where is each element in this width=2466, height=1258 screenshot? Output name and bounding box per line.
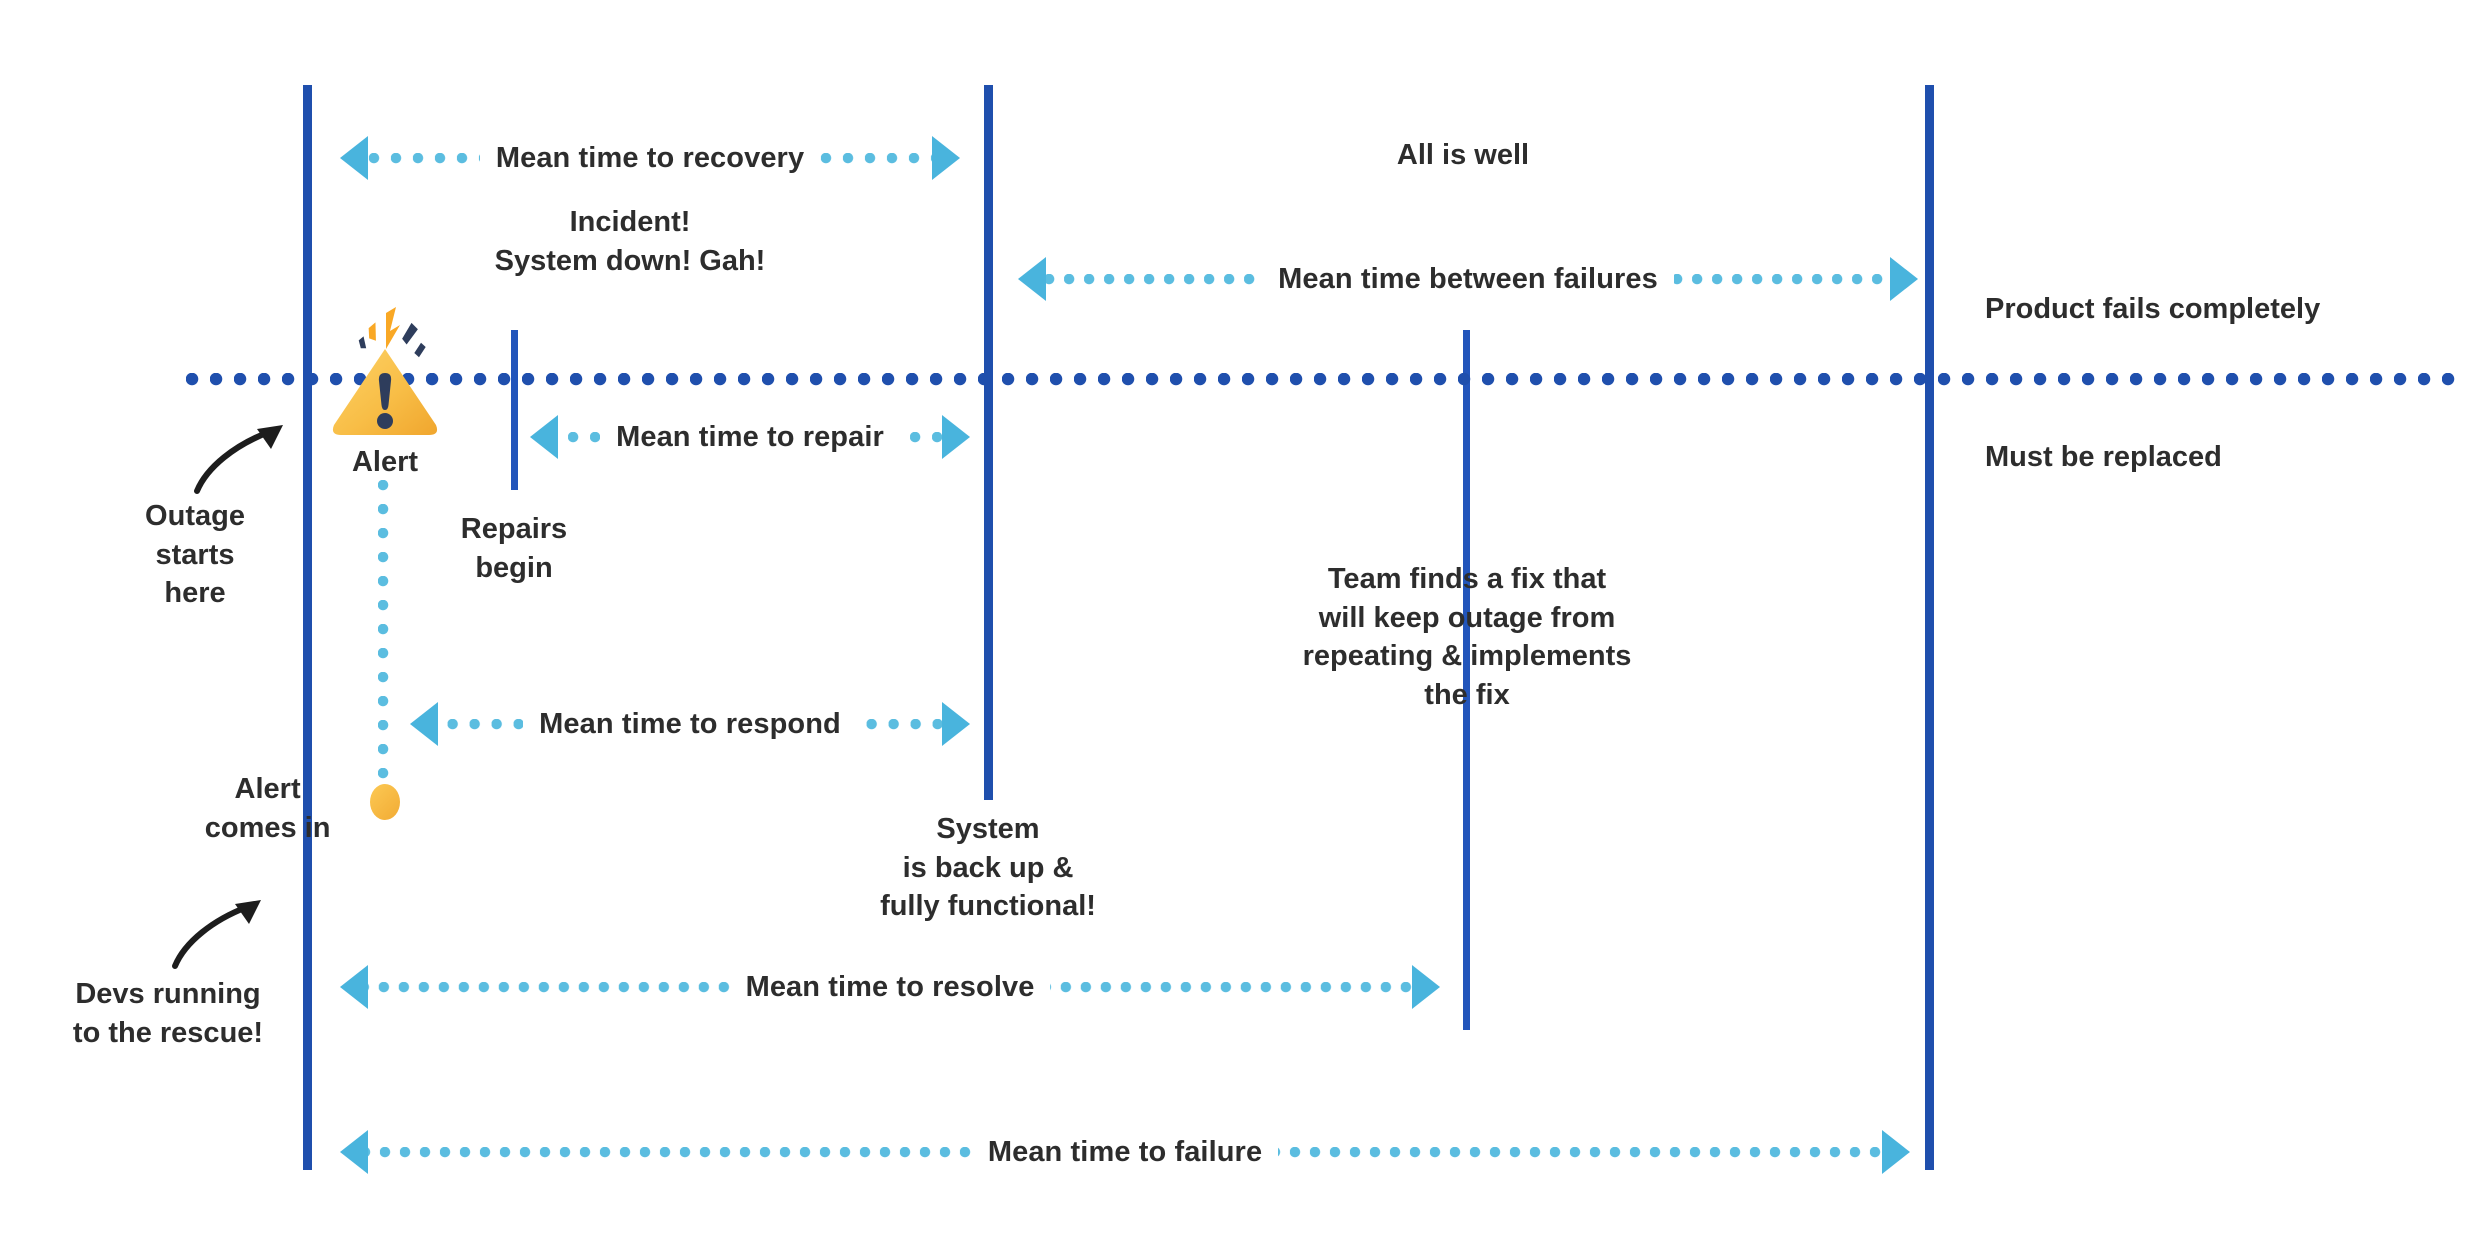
measure-label: Mean time to failure <box>987 1135 1263 1168</box>
annotation-team-finds-fix: Team finds a fix that will keep outage f… <box>1302 563 1632 711</box>
dotted-segment <box>558 431 601 443</box>
dotted-segment <box>1278 1146 1883 1158</box>
measure-mean-time-to-respond: Mean time to respond <box>410 702 971 746</box>
milestone-line-system-back-up <box>984 85 993 800</box>
arrow-right-icon <box>1882 1130 1911 1174</box>
arrow-left-icon <box>410 702 438 746</box>
dotted-segment <box>899 431 942 443</box>
dotted-segment <box>820 152 933 164</box>
annotation-outage-starts-here: Outage starts here <box>145 500 245 610</box>
measure-label: Mean time to recovery <box>495 141 805 174</box>
dotted-segment <box>856 718 943 730</box>
measure-mean-time-to-recovery: Mean time to recovery <box>340 136 961 180</box>
annotation-repairs-begin: Repairs begin <box>460 513 568 584</box>
alert-label: Alert <box>351 446 419 478</box>
annotation-system-back-up: System is back up & fully functional! <box>880 813 1096 923</box>
curved-arrow-devs-running <box>163 890 273 970</box>
dotted-segment <box>368 1146 972 1158</box>
alert-warning-icon <box>330 305 440 435</box>
measure-mean-time-between-failures: Mean time between failures <box>1018 257 1918 301</box>
arrow-left-icon <box>340 965 368 1009</box>
alert-comes-in-dot <box>370 784 400 820</box>
arrow-right-icon <box>1412 965 1440 1009</box>
annotation-all-is-well: All is well <box>1396 139 1530 171</box>
measure-label: Mean time to resolve <box>745 970 1035 1003</box>
dotted-segment <box>1673 273 1890 285</box>
milestone-line-outage-start <box>303 85 312 1170</box>
measure-mean-time-to-failure: Mean time to failure <box>340 1130 1911 1174</box>
annotation-must-be-replaced: Must be replaced <box>1985 441 2222 473</box>
arrow-right-icon <box>942 702 971 746</box>
curved-arrow-outage-starts <box>185 415 295 495</box>
arrow-right-icon <box>932 136 961 180</box>
dotted-segment <box>1046 273 1263 285</box>
milestone-line-product-fails <box>1925 85 1934 1170</box>
alert-connector-dots <box>378 480 389 792</box>
measure-label: Mean time to respond <box>539 707 841 740</box>
annotation-alert-comes-in: Alert comes in <box>204 773 331 844</box>
measure-mean-time-to-repair: Mean time to repair <box>530 415 970 459</box>
dotted-segment <box>1050 981 1412 993</box>
arrow-left-icon <box>340 136 368 180</box>
measure-mean-time-to-resolve: Mean time to resolve <box>340 965 1440 1009</box>
annotation-product-fails-completely: Product fails completely <box>1985 293 2321 325</box>
dotted-segment <box>368 981 730 993</box>
arrow-left-icon <box>1018 257 1046 301</box>
milestone-line-repairs-begin <box>511 330 518 490</box>
annotation-incident: Incident! System down! Gah! <box>494 206 766 277</box>
milestone-line-fix-implemented <box>1463 330 1470 1030</box>
main-timeline <box>186 373 2456 386</box>
measure-label: Mean time to repair <box>616 420 884 453</box>
dotted-segment <box>438 718 524 730</box>
arrow-right-icon <box>1890 257 1918 301</box>
dotted-segment <box>368 152 480 164</box>
arrow-right-icon <box>942 415 970 459</box>
arrow-left-icon <box>530 415 558 459</box>
annotation-devs-running: Devs running to the rescue! <box>72 978 264 1049</box>
arrow-left-icon <box>340 1130 368 1174</box>
measure-label: Mean time between failures <box>1278 262 1658 295</box>
